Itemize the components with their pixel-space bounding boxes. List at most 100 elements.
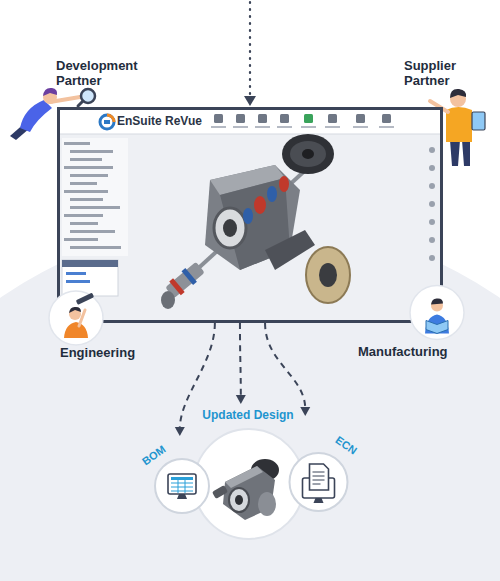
engineering-node: Engineering	[45, 288, 145, 362]
updated-design-circle-part	[258, 492, 276, 516]
updated-design-circle-part	[194, 429, 304, 539]
ecn-circle	[288, 416, 365, 512]
software-screenshot-part	[64, 166, 113, 169]
arrowhead	[175, 427, 185, 436]
software-screenshot-part	[353, 126, 368, 128]
software-screenshot-part	[60, 110, 440, 320]
software-screenshot-part	[328, 114, 337, 123]
arrowhead	[236, 395, 246, 404]
updated-design-circle-part	[212, 485, 228, 499]
software-screenshot-part	[280, 114, 289, 123]
updated-design-circle-part	[235, 495, 243, 505]
software-screenshot-part	[306, 247, 350, 303]
software-screenshot-part	[70, 222, 98, 225]
connector-line	[239, 323, 242, 397]
software-screenshot-part	[319, 263, 337, 287]
updated-design-circle-part	[223, 466, 275, 520]
software-screenshot-part	[267, 186, 277, 202]
supplier-partner-figure-part	[450, 140, 470, 166]
incoming-dotted-arrow-part	[249, 2, 251, 96]
engineering-circle-part	[64, 322, 88, 338]
software-screenshot-part	[429, 237, 435, 243]
software-screenshot-part	[64, 190, 108, 193]
software-screenshot-part	[301, 126, 316, 128]
software-screenshot-part	[290, 141, 326, 167]
software-screenshot-part	[70, 150, 113, 153]
software-screenshot-part	[356, 114, 365, 123]
engineering-circle-part	[69, 307, 81, 313]
development-partner-figure-part	[78, 101, 83, 106]
software-screenshot-part	[60, 110, 440, 134]
ecn-node: ECN	[288, 416, 365, 512]
software-screenshot-part	[304, 114, 313, 123]
node-label: Engineering	[60, 345, 135, 361]
engineering-circle-part	[79, 310, 85, 326]
software-screenshot-part	[60, 134, 440, 135]
bom-circle-part	[168, 474, 196, 494]
software-screenshot-part	[161, 291, 175, 309]
incoming-dotted-arrow	[244, 2, 256, 106]
software-screenshot-part	[100, 115, 114, 129]
software-screenshot-part	[277, 126, 292, 128]
software-screenshot-part	[382, 114, 391, 123]
software-screenshot-part	[70, 230, 115, 233]
software-screenshot-part	[64, 238, 98, 241]
software-screenshot-part	[279, 176, 289, 192]
software-screenshot-part-part	[182, 268, 197, 285]
software-screenshot-part	[64, 214, 103, 217]
connector-line	[265, 323, 305, 409]
software-screenshot-part	[70, 174, 108, 177]
software-screenshot-part	[429, 201, 435, 207]
bom-node: BOM	[138, 436, 214, 516]
software-screenshot-part	[233, 126, 248, 128]
software-screenshot-part	[223, 219, 237, 237]
partner-label: Supplier Partner	[404, 58, 466, 88]
software-screenshot-part	[64, 142, 90, 145]
software-screenshot-part	[255, 126, 270, 128]
software-screenshot-part	[70, 198, 103, 201]
bom-circle-part	[155, 459, 209, 513]
software-screenshot-part	[66, 272, 86, 275]
development-partner-figure-part	[43, 88, 57, 96]
bom-circle-part	[171, 477, 193, 480]
software-screenshot-part	[70, 246, 121, 249]
software-screenshot-part	[325, 126, 340, 128]
software-screenshot-part	[62, 138, 128, 256]
software-screenshot-part	[429, 183, 435, 189]
software-screenshot-part	[214, 114, 223, 123]
manufacturing-node: Manufacturing	[355, 282, 465, 361]
software-screenshot-part	[180, 155, 322, 285]
software-screenshot-part	[66, 280, 90, 283]
node-label: Manufacturing	[358, 344, 448, 360]
engineering-circle-part	[49, 291, 103, 345]
software-screenshot-part	[302, 149, 314, 159]
software-screenshot-part	[282, 134, 334, 174]
software-screenshot-part	[429, 219, 435, 225]
manufacturing-circle-part	[425, 315, 449, 334]
ecn-circle-part	[290, 453, 348, 511]
updated-design-circle-part	[225, 466, 263, 488]
software-screenshot-part	[429, 165, 435, 171]
software-screenshot-part	[429, 255, 435, 261]
software-screenshot-part	[104, 120, 110, 124]
partner-label: Development Partner	[56, 58, 151, 88]
software-screenshot-part	[243, 208, 253, 224]
software-screenshot-part	[211, 126, 226, 128]
software-screenshot-part	[70, 182, 97, 185]
software-screenshot-part	[429, 147, 435, 153]
software-screenshot-part	[258, 114, 267, 123]
development-partner-figure-part	[20, 100, 52, 132]
manufacturing-circle-part	[426, 321, 448, 334]
manufacturing-circle-part	[410, 286, 464, 340]
screen-frame: EnSuite ReVue	[57, 107, 443, 323]
ecn-circle-part	[314, 498, 324, 503]
engineering-circle-part	[76, 293, 94, 305]
software-screenshot-part	[236, 114, 245, 123]
node-label: ECN	[330, 432, 362, 460]
ecn-circle-part	[310, 464, 329, 490]
dashed-connector	[236, 323, 246, 404]
manufacturing-circle-part	[431, 298, 443, 304]
software-screenshot-part	[62, 260, 118, 267]
software-screenshot-part	[379, 126, 394, 128]
